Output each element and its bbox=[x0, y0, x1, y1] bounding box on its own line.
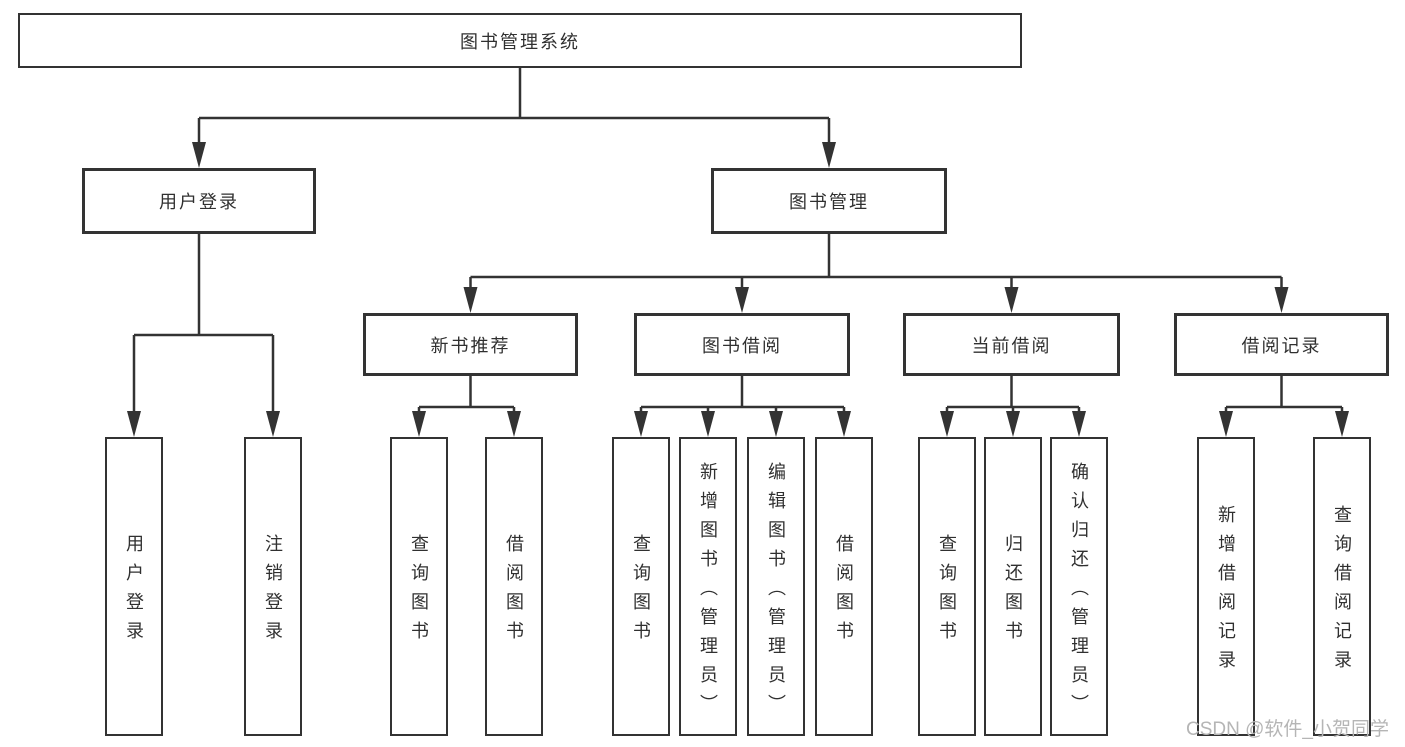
node-label: 当前借阅 bbox=[971, 335, 1052, 356]
leaf-label: 注销登录 bbox=[263, 534, 283, 650]
leaf-label: 借阅图书 bbox=[504, 534, 524, 650]
leaf-label: 新增图书（管理员） bbox=[698, 461, 718, 723]
leaf-confirm-return-admin: 确认归还（管理员） bbox=[1050, 437, 1108, 736]
leaf-user-login: 用户登录 bbox=[105, 437, 163, 736]
leaf-search-borrow-record: 查询借阅记录 bbox=[1313, 437, 1371, 736]
node-label: 借阅记录 bbox=[1241, 335, 1322, 356]
leaf-label: 归还图书 bbox=[1003, 534, 1023, 650]
leaf-search-books-borrowing: 查询图书 bbox=[612, 437, 670, 736]
csdn-watermark: CSDN @软件_小贺同学 bbox=[1186, 719, 1389, 740]
leaf-label: 查询图书 bbox=[409, 534, 429, 650]
leaf-borrow-books-recommend: 借阅图书 bbox=[485, 437, 543, 736]
arrow-down-icons bbox=[127, 142, 1349, 437]
node-label: 新书推荐 bbox=[430, 335, 511, 356]
connector-stems bbox=[132, 68, 1344, 419]
leaf-add-borrow-record: 新增借阅记录 bbox=[1197, 437, 1255, 736]
node-label: 图书借阅 bbox=[702, 335, 782, 356]
leaf-return-books: 归还图书 bbox=[984, 437, 1042, 736]
leaf-label: 确认归还（管理员） bbox=[1069, 461, 1089, 723]
leaf-add-books-admin: 新增图书（管理员） bbox=[679, 437, 737, 736]
node-book-borrowing: 图书借阅 bbox=[634, 313, 850, 376]
leaf-label: 查询图书 bbox=[631, 534, 651, 650]
leaf-search-books-current: 查询图书 bbox=[918, 437, 976, 736]
node-new-book-recommend: 新书推荐 bbox=[363, 313, 578, 376]
leaf-label: 查询借阅记录 bbox=[1332, 505, 1352, 679]
leaf-logout: 注销登录 bbox=[244, 437, 302, 736]
node-current-borrowing: 当前借阅 bbox=[903, 313, 1120, 376]
leaf-label: 新增借阅记录 bbox=[1216, 505, 1236, 679]
node-borrow-records: 借阅记录 bbox=[1174, 313, 1389, 376]
leaf-label: 借阅图书 bbox=[834, 534, 854, 650]
node-user-login: 用户登录 bbox=[82, 168, 316, 234]
leaf-label: 查询图书 bbox=[937, 534, 957, 650]
node-book-management: 图书管理 bbox=[711, 168, 947, 234]
leaf-edit-books-admin: 编辑图书（管理员） bbox=[747, 437, 805, 736]
leaf-label: 编辑图书（管理员） bbox=[766, 461, 786, 723]
leaf-search-books-recommend: 查询图书 bbox=[390, 437, 448, 736]
leaf-borrow-books-borrowing: 借阅图书 bbox=[815, 437, 873, 736]
node-root-library-system: 图书管理系统 bbox=[18, 13, 1022, 68]
leaf-label: 用户登录 bbox=[124, 534, 144, 650]
node-label: 图书管理系统 bbox=[460, 31, 580, 52]
node-label: 图书管理 bbox=[789, 192, 869, 212]
node-label: 用户登录 bbox=[159, 192, 239, 212]
